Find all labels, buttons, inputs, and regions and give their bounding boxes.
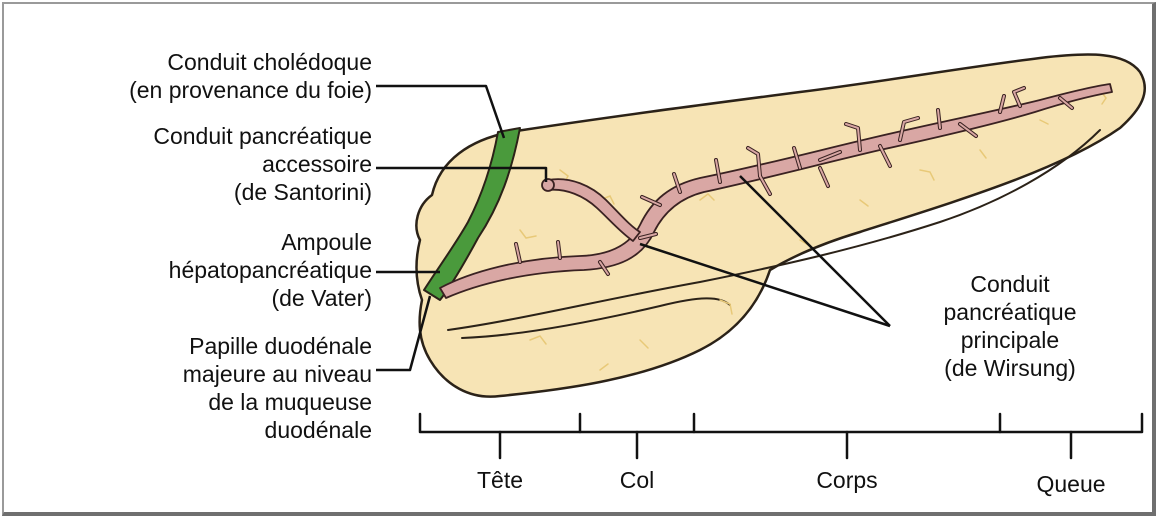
- label-line: (de Wirsung): [900, 354, 1120, 382]
- accessory-duct-end: [542, 179, 554, 191]
- label-line: duodénale: [70, 416, 372, 444]
- region-label-col: Col: [587, 466, 687, 494]
- region-label-queue: Queue: [1011, 470, 1131, 498]
- label-line: Conduit: [900, 270, 1120, 298]
- label-ampoule-vater: Ampoule hépatopancréatique (de Vater): [70, 228, 372, 312]
- label-line: accessoire: [70, 150, 372, 178]
- label-line: Conduit pancréatique: [70, 122, 372, 150]
- label-conduit-choledoque: Conduit cholédoque (en provenance du foi…: [70, 48, 372, 104]
- label-line: (de Vater): [70, 284, 372, 312]
- label-line: pancréatique: [900, 298, 1120, 326]
- label-conduit-wirsung: Conduit pancréatique principale (de Wirs…: [900, 270, 1120, 382]
- region-label-corps: Corps: [787, 466, 907, 494]
- label-line: de la muqueuse: [70, 388, 372, 416]
- label-conduit-santorini: Conduit pancréatique accessoire (de Sant…: [70, 122, 372, 206]
- label-line: hépatopancréatique: [70, 256, 372, 284]
- label-line: Ampoule: [70, 228, 372, 256]
- label-papille-duodenale: Papille duodénale majeure au niveau de l…: [70, 332, 372, 444]
- region-label-tete: Tête: [450, 466, 550, 494]
- label-line: Papille duodénale: [70, 332, 372, 360]
- region-bracket: [420, 414, 1142, 458]
- label-line: (de Santorini): [70, 178, 372, 206]
- label-line: principale: [900, 326, 1120, 354]
- leader-choledoque: [376, 86, 504, 138]
- label-line: majeure au niveau: [70, 360, 372, 388]
- label-line: Conduit cholédoque: [70, 48, 372, 76]
- label-line: (en provenance du foie): [70, 76, 372, 104]
